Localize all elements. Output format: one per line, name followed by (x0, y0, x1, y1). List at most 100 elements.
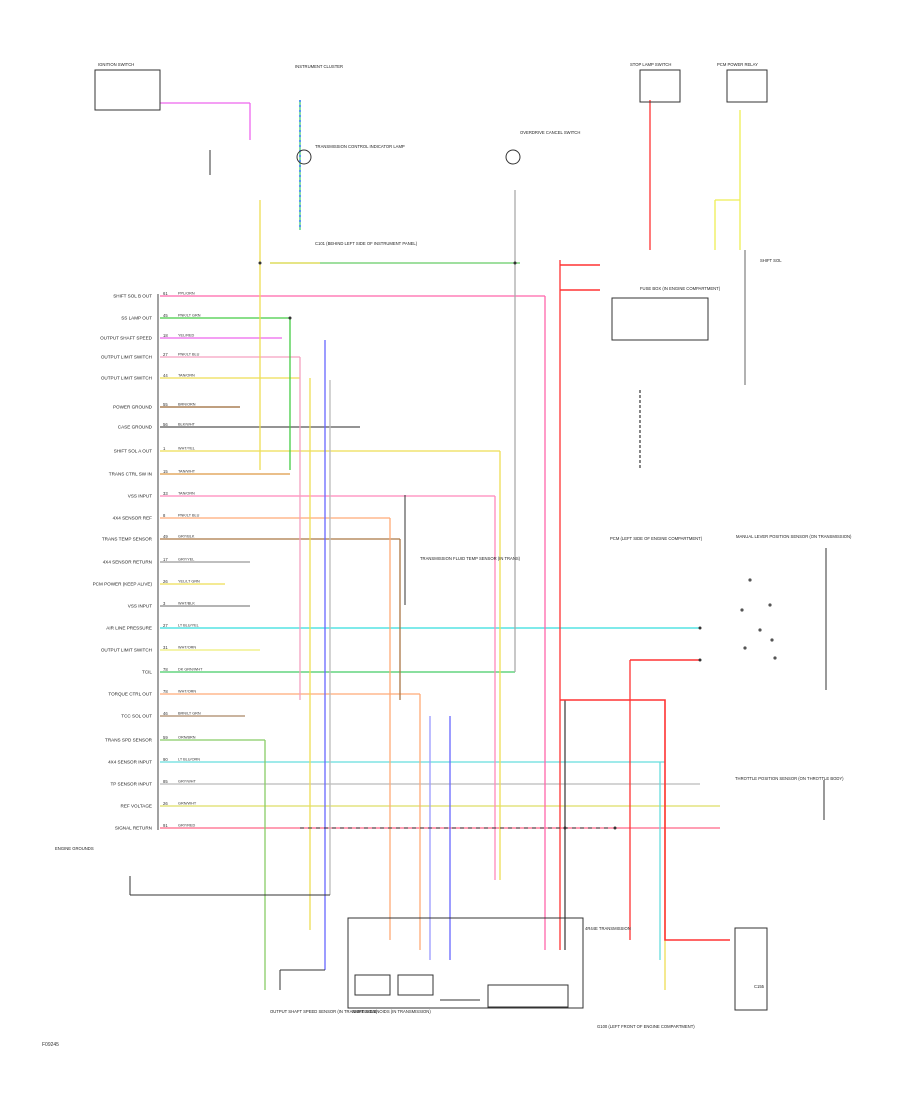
wire-color-label-10: PNK/LT BLU (178, 514, 200, 518)
pin-number-10: 8 (163, 513, 166, 518)
wire-color-label-14: WHT/BLK (178, 602, 195, 606)
pin-number-13: 26 (163, 579, 168, 584)
pin-label-11: TRANS TEMP SENSOR (102, 537, 153, 542)
pin-label-12: 4X4 SENSOR RETURN (103, 560, 152, 565)
wire-color-label-17: DK GRN/WHT (178, 668, 203, 672)
pin-number-20: 59 (163, 735, 168, 740)
note-wire: SHIFT SOL (760, 258, 782, 263)
wire-color-label-6: BLK/WHT (178, 423, 196, 427)
note-temp-sensor: TRANSMISSION FLUID TEMP SENSOR (IN TRANS… (420, 556, 521, 561)
pcm-pin-numbers: 6145182744555611533849172632731787846599… (163, 291, 168, 828)
pin-label-8: TRANS CTRL SW IN (109, 472, 152, 477)
wire-color-label-8: TAN/WHT (178, 470, 196, 474)
wire-color-label-19: BRN/LT GRN (178, 712, 201, 716)
note-output-sensor: OUTPUT SHAFT SPEED SENSOR (IN TRANSMISSI… (270, 1009, 378, 1014)
pin-label-1: SS LAMP OUT (121, 316, 152, 321)
note-g100: G100 (LEFT FRONT OF ENGINE COMPARTMENT) (597, 1024, 695, 1029)
note-indicator-lamp: TRANSMISSION CONTROL INDICATOR LAMP (315, 144, 405, 149)
pcm-wires (160, 295, 720, 829)
pin-number-2: 18 (163, 333, 168, 338)
note-transmission: 4R44E TRANSMISSION (585, 926, 631, 931)
pin-number-9: 33 (163, 491, 168, 496)
wire-color-label-22: GRY/WHT (178, 780, 197, 784)
pin-number-16: 31 (163, 645, 168, 650)
wire-color-label-12: GRY/YEL (178, 558, 194, 562)
wire-color-label-0: PPL/ORN (178, 292, 195, 296)
pin-number-5: 55 (163, 402, 168, 407)
top-left-components (94, 69, 521, 990)
wire-color-labels: PPL/ORN PNK/LT GRN YEL/RED PNK/LT BLU TAN/OR… (178, 292, 203, 828)
pin-label-5: POWER GROUND (113, 405, 153, 410)
pin-label-24: SIGNAL RETURN (115, 826, 152, 831)
wire-color-label-4: TAN/ORN (178, 374, 195, 378)
pin-number-3: 27 (163, 352, 168, 357)
note-pcm-relay: PCM POWER RELAY (717, 62, 758, 67)
pin-number-4: 44 (163, 373, 168, 378)
pin-number-0: 61 (163, 291, 168, 296)
note-instrument-cluster: INSTRUMENT CLUSTER (295, 64, 343, 69)
wire-color-label-16: WHT/ORN (178, 646, 196, 650)
wire-color-label-1: PNK/LT GRN (178, 314, 201, 318)
right-components (611, 69, 827, 1011)
note-c101: C101 (BEHIND LEFT SIDE OF INSTRUMENT PAN… (315, 241, 418, 246)
pin-label-6: CASE GROUND (118, 425, 153, 430)
pin-label-13: PCM POWER (KEEP ALIVE) (93, 582, 153, 587)
note-pcm-label: PCM (LEFT SIDE OF ENGINE COMPARTMENT) (610, 536, 703, 541)
pin-label-21: 4X4 SENSOR INPUT (108, 760, 152, 765)
pin-label-3: OUTPUT LIMIT SWITCH (101, 355, 152, 360)
pin-label-4: OUTPUT LIMIT SWITCH (101, 376, 152, 381)
pin-label-18: TORQUE CTRL OUT (108, 692, 152, 697)
pin-number-8: 15 (163, 469, 168, 474)
pin-label-10: 4X4 SENSOR REF (113, 516, 153, 521)
pin-label-16: OUTPUT LIMIT SWITCH (101, 648, 152, 653)
pin-number-22: 85 (163, 779, 168, 784)
note-throttle-sensor: THROTTLE POSITION SENSOR (ON THROTTLE BO… (735, 776, 844, 781)
wire-color-label-7: WHT/YEL (178, 447, 195, 451)
sensor-pins (740, 578, 777, 660)
note-c155: C155 (754, 984, 765, 989)
pin-number-6: 56 (163, 422, 168, 427)
pin-label-22: TP SENSOR INPUT (110, 782, 152, 787)
pin-number-15: 27 (163, 623, 168, 628)
pin-label-15: AIR LINE PRESSURE (106, 626, 152, 631)
pin-label-14: VSS INPUT (128, 604, 152, 609)
pin-number-12: 17 (163, 557, 168, 562)
wire-color-label-2: YEL/RED (178, 334, 195, 338)
pin-number-18: 78 (163, 689, 168, 694)
vertical-wires (259, 100, 746, 990)
wire-color-label-3: PNK/LT BLU (178, 353, 200, 357)
pin-label-17: TCIL (142, 670, 152, 675)
wire-color-label-11: GRY/BLK (178, 535, 195, 539)
pin-number-11: 49 (163, 534, 168, 539)
pin-number-17: 78 (163, 667, 168, 672)
pin-number-7: 1 (163, 446, 166, 451)
pcm-pin-labels: SHIFT SOL B OUT SS LAMP OUT OUTPUT SHAFT S… (93, 294, 153, 831)
pin-number-21: 90 (163, 757, 168, 762)
pin-label-7: SHIFT SOL A OUT (114, 449, 152, 454)
note-shift-solenoids: SHIFT SOLENOIDS (IN TRANSMISSION) (352, 1009, 431, 1014)
diagram-notes: INSTRUMENT CLUSTER TRANSMISSION CONTROL … (42, 62, 852, 1048)
pin-label-19: TCC SOL OUT (121, 714, 152, 719)
pin-number-24: 91 (163, 823, 168, 828)
pin-label-23: REF VOLTAGE (121, 804, 152, 809)
wire-color-label-21: LT BLU/ORN (178, 758, 200, 762)
pin-label-9: VSS INPUT (128, 494, 152, 499)
splice-dots (258, 261, 702, 830)
wire-color-label-15: LT BLU/YEL (178, 624, 199, 628)
red-power-wire (560, 264, 730, 941)
pin-label-20: TRANS SPD SENSOR (105, 738, 153, 743)
wire-color-label-9: TAN/ORN (178, 492, 195, 496)
wire-color-label-13: YEL/LT GRN (178, 580, 200, 584)
note-overdrive-switch: OVERDRIVE CANCEL SWITCH (520, 130, 580, 135)
pin-number-1: 45 (163, 313, 168, 318)
diagram-id-code: F09245 (42, 1042, 59, 1048)
wire-color-label-23: GRN/WHT (178, 802, 197, 806)
wire-color-label-20: ORN/BRN (178, 736, 196, 740)
pin-label-2: OUTPUT SHAFT SPEED (100, 336, 153, 341)
pin-number-23: 26 (163, 801, 168, 806)
pin-label-0: SHIFT SOL B OUT (113, 294, 152, 299)
wire-color-label-24: GRY/RED (178, 824, 195, 828)
note-stop-lamp-switch: STOP LAMP SWITCH (630, 62, 671, 67)
wire-color-label-18: WHT/ORN (178, 690, 196, 694)
